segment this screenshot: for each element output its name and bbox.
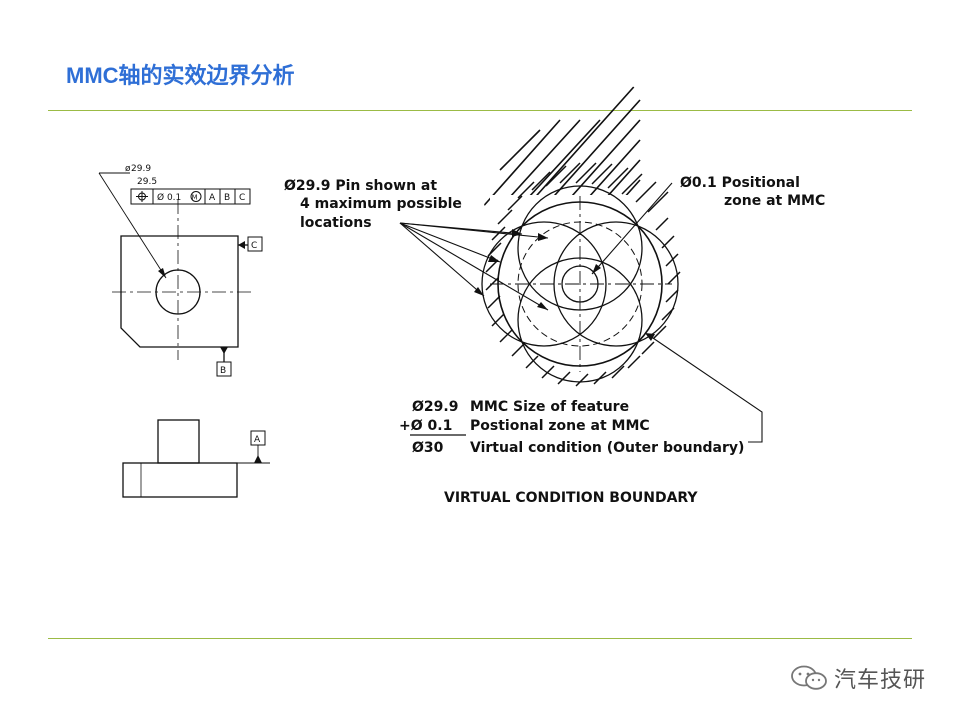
part-elevation-view bbox=[122, 419, 270, 498]
dimension-upper: 29.9 bbox=[131, 164, 151, 174]
svg-text:C: C bbox=[251, 241, 257, 251]
top-divider bbox=[48, 110, 912, 111]
diameter-symbol: ø bbox=[125, 164, 131, 174]
svg-text:A: A bbox=[254, 435, 261, 445]
figure-centerlines bbox=[490, 196, 672, 372]
figure-caption: VIRTUAL CONDITION BOUNDARY bbox=[444, 490, 698, 506]
pin-callout-line1: Ø29.9 Pin shown at bbox=[284, 178, 437, 194]
watermark: 汽车技研 bbox=[790, 662, 926, 694]
pin-callout-line3: locations bbox=[300, 215, 372, 231]
dimension-lower: 29.5 bbox=[137, 177, 157, 187]
datum-b-flag: B bbox=[216, 361, 232, 377]
pin-callout-arrowheads bbox=[474, 229, 548, 310]
svg-text:M: M bbox=[192, 194, 198, 202]
calc-row2-desc: Postional zone at MMC bbox=[470, 418, 650, 434]
slide-title: MMC轴的实效边界分析 bbox=[66, 63, 295, 88]
fcf-tolerance: Ø 0.1 bbox=[157, 192, 181, 203]
calc-row3-value: Ø30 bbox=[412, 440, 444, 456]
pin-callout-line2: 4 maximum possible bbox=[300, 196, 462, 212]
zone-callout-leader bbox=[591, 182, 673, 275]
virtual-condition-calculation: Ø29.9 MMC Size of feature +Ø 0.1 Postion… bbox=[399, 399, 744, 456]
wechat-icon bbox=[791, 665, 827, 690]
position-symbol-icon bbox=[136, 191, 148, 202]
feature-control-frame: Ø 0.1 M A B C bbox=[130, 188, 251, 205]
fcf-datum-c: C bbox=[239, 193, 245, 203]
bottom-divider bbox=[48, 638, 912, 639]
svg-text:B: B bbox=[220, 366, 226, 376]
mmc-modifier-icon: M bbox=[190, 191, 202, 202]
zone-callout-line1: Ø0.1 Positional bbox=[680, 175, 800, 191]
calc-row1-value: Ø29.9 bbox=[412, 399, 458, 415]
fcf-datum-b: B bbox=[224, 193, 230, 203]
part-plan-view bbox=[98, 172, 252, 362]
datum-a-flag: A bbox=[250, 430, 266, 446]
calc-row3-desc: Virtual condition (Outer boundary) bbox=[470, 440, 744, 456]
zone-arrowhead bbox=[592, 264, 601, 274]
zone-callout-line2: zone at MMC bbox=[724, 193, 825, 209]
calc-row1-desc: MMC Size of feature bbox=[470, 399, 629, 415]
calc-row2-value: +Ø 0.1 bbox=[399, 418, 452, 434]
pin-callout-leaders bbox=[399, 222, 549, 311]
fcf-datum-a: A bbox=[209, 193, 216, 203]
hatched-boundary-ring bbox=[478, 79, 678, 375]
datum-c-flag: C bbox=[247, 236, 263, 252]
watermark-text: 汽车技研 bbox=[834, 668, 927, 693]
virtual-condition-leader bbox=[649, 335, 763, 443]
